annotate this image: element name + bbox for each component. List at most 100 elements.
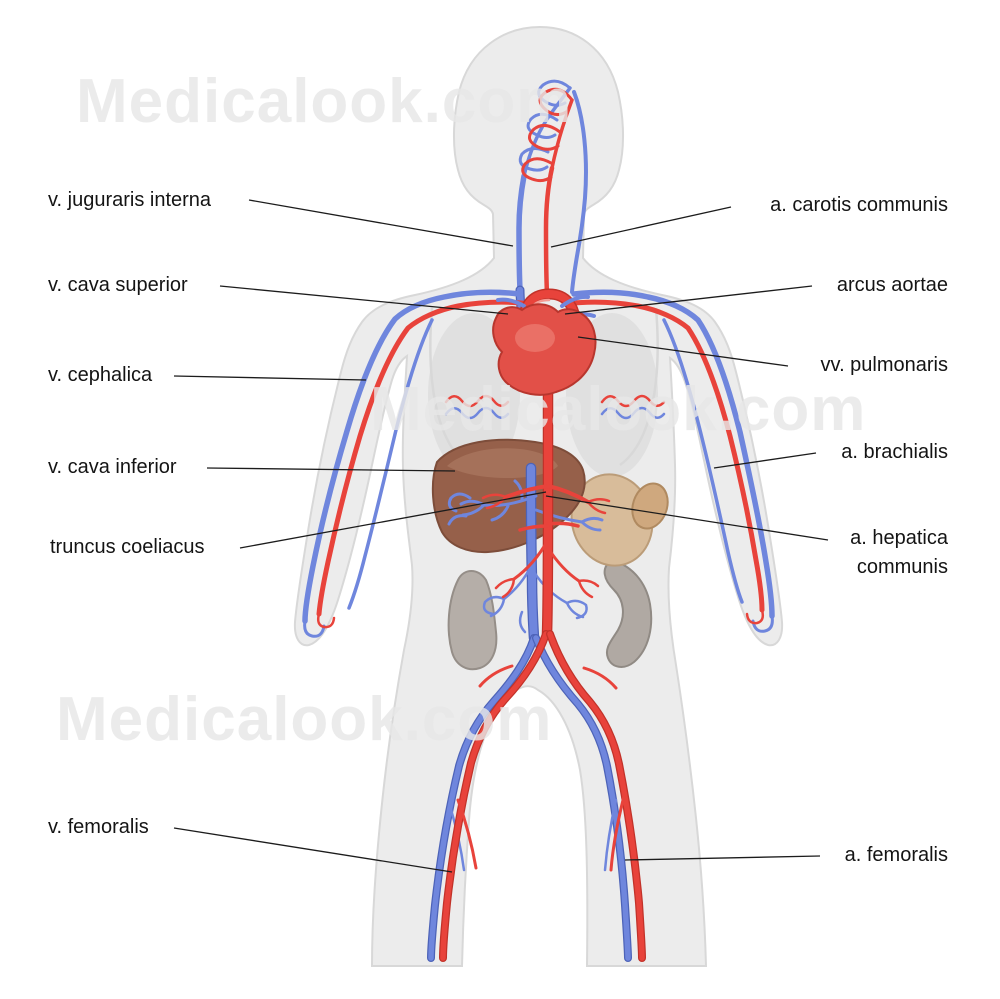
leader-line-arcus xyxy=(564,285,813,315)
label-v-juguraris-interna: v. juguraris interna xyxy=(48,189,212,211)
splenic-artery xyxy=(546,484,590,504)
label-v-femoralis: v. femoralis xyxy=(48,816,149,838)
leader-line-brachialis xyxy=(713,452,817,469)
watermarks: Medicalook.com Medicalook.com Medicalook… xyxy=(56,67,866,754)
hand-loop-artery xyxy=(745,608,765,625)
renal-artery xyxy=(546,521,580,528)
stomach-gray-shape xyxy=(447,570,498,671)
label-v-cava-inferior: v. cava inferior xyxy=(48,456,177,478)
portal-vein-branches xyxy=(447,479,604,532)
capillary-squiggle xyxy=(481,493,508,500)
capillary-squiggle xyxy=(494,577,516,590)
capillary-squiggle xyxy=(600,394,666,408)
descending-aorta xyxy=(543,372,553,638)
head-capillaries-veins xyxy=(518,79,572,172)
capillary-squiggle xyxy=(490,504,510,522)
basilic-vein-left xyxy=(347,318,434,610)
capillary-squiggle xyxy=(512,538,550,581)
capillary-squiggle xyxy=(600,406,666,420)
artery-branch xyxy=(609,794,626,872)
label-arcus-aortae: arcus aortae xyxy=(836,274,948,296)
vein-path xyxy=(570,90,588,294)
watermark-text: Medicalook.com xyxy=(370,375,866,444)
left-lung-shape xyxy=(428,313,520,477)
heart-highlight xyxy=(515,324,555,352)
head-capillaries-arteries xyxy=(521,87,574,183)
capillary-squiggle xyxy=(580,520,602,532)
hand-loop-artery xyxy=(316,612,336,629)
capillary-squiggle xyxy=(447,514,468,526)
inferior-vena-cava xyxy=(527,464,538,642)
label-truncus-coeliacus: truncus coeliacus xyxy=(50,536,205,558)
leader-line-carotis xyxy=(550,206,732,248)
hepatic-artery xyxy=(504,484,550,499)
artery-branch xyxy=(478,664,514,688)
capillary-squiggle xyxy=(586,500,607,515)
capillary-squiggle xyxy=(538,87,574,117)
mesenteric-veins xyxy=(482,558,588,634)
capillary-squiggle xyxy=(527,124,562,151)
label-a-carotis-communis: a. carotis communis xyxy=(770,194,948,216)
capillary-squiggle xyxy=(485,495,508,510)
artery-branch xyxy=(582,666,618,690)
brachial-artery-left xyxy=(316,299,535,617)
capillary-squiggle xyxy=(518,147,550,172)
label-a-hepatica-communis: a. hepatica communis xyxy=(850,527,948,578)
leader-line-v-femoralis xyxy=(173,827,453,873)
kidney-shape xyxy=(631,482,669,530)
leader-line-cava-inferior xyxy=(206,467,456,472)
leader-line-truncus xyxy=(239,491,547,549)
capillary-squiggle xyxy=(482,494,538,507)
capillary-squiggle xyxy=(534,508,584,524)
cephalic-vein-left xyxy=(302,289,522,624)
leader-line-jugularis xyxy=(248,199,514,247)
capillary-squiggle xyxy=(577,579,600,588)
leader-line-a-femoralis xyxy=(624,855,821,861)
carotid-artery xyxy=(543,165,555,297)
capillary-squiggle xyxy=(521,157,553,183)
capillary-squiggle xyxy=(565,601,585,619)
hand-loop-vein xyxy=(751,614,774,633)
capillary-squiggle xyxy=(447,492,472,513)
capillary-squiggle xyxy=(513,479,524,502)
capillary-squiggle xyxy=(537,79,572,107)
mesenteric-arteries xyxy=(494,538,600,599)
heart-group xyxy=(492,294,597,396)
capillary-squiggle xyxy=(577,579,594,599)
capillary-squiggle xyxy=(518,610,527,634)
capillary-squiggle xyxy=(526,112,559,139)
label-v-cephalica: v. cephalica xyxy=(48,364,153,386)
hand-loop-vein xyxy=(303,619,326,638)
capillary-squiggle xyxy=(580,516,604,524)
capillary-squiggle xyxy=(444,394,510,408)
artery-branch xyxy=(456,798,478,870)
pulmonary-vein xyxy=(496,297,526,308)
capillary-squiggle xyxy=(489,597,506,618)
vein-branch xyxy=(603,798,618,872)
vein-path xyxy=(516,173,527,293)
label-v-cava-superior: v. cava superior xyxy=(48,274,188,296)
capillary-squiggle xyxy=(501,577,516,599)
watermark-text: Medicalook.com xyxy=(76,67,572,136)
leader-lines xyxy=(173,199,829,873)
capillary-squiggle xyxy=(546,546,581,583)
label-vv-pulmonaris: vv. pulmonaris xyxy=(820,354,948,376)
femoral-vein-left xyxy=(428,635,537,961)
leader-line-hepatica xyxy=(545,495,829,541)
pulmonary-vein xyxy=(560,294,590,308)
renal-artery xyxy=(518,524,550,532)
celiac-trunk-branches xyxy=(481,484,611,515)
capillary-squiggle xyxy=(482,595,506,616)
femoral-artery-right xyxy=(547,631,645,961)
femoral-vein-right xyxy=(533,635,631,961)
capillary-squiggle xyxy=(444,406,510,420)
capillary-squiggle xyxy=(586,498,611,504)
basilic-vein-right xyxy=(662,318,744,604)
leader-line-cava-superior xyxy=(219,285,509,315)
leader-line-pulmonaris xyxy=(577,336,789,367)
leader-line-cephalica xyxy=(173,375,367,381)
femoral-artery-left xyxy=(440,631,549,961)
label-a-brachialis: a. brachialis xyxy=(841,441,948,463)
